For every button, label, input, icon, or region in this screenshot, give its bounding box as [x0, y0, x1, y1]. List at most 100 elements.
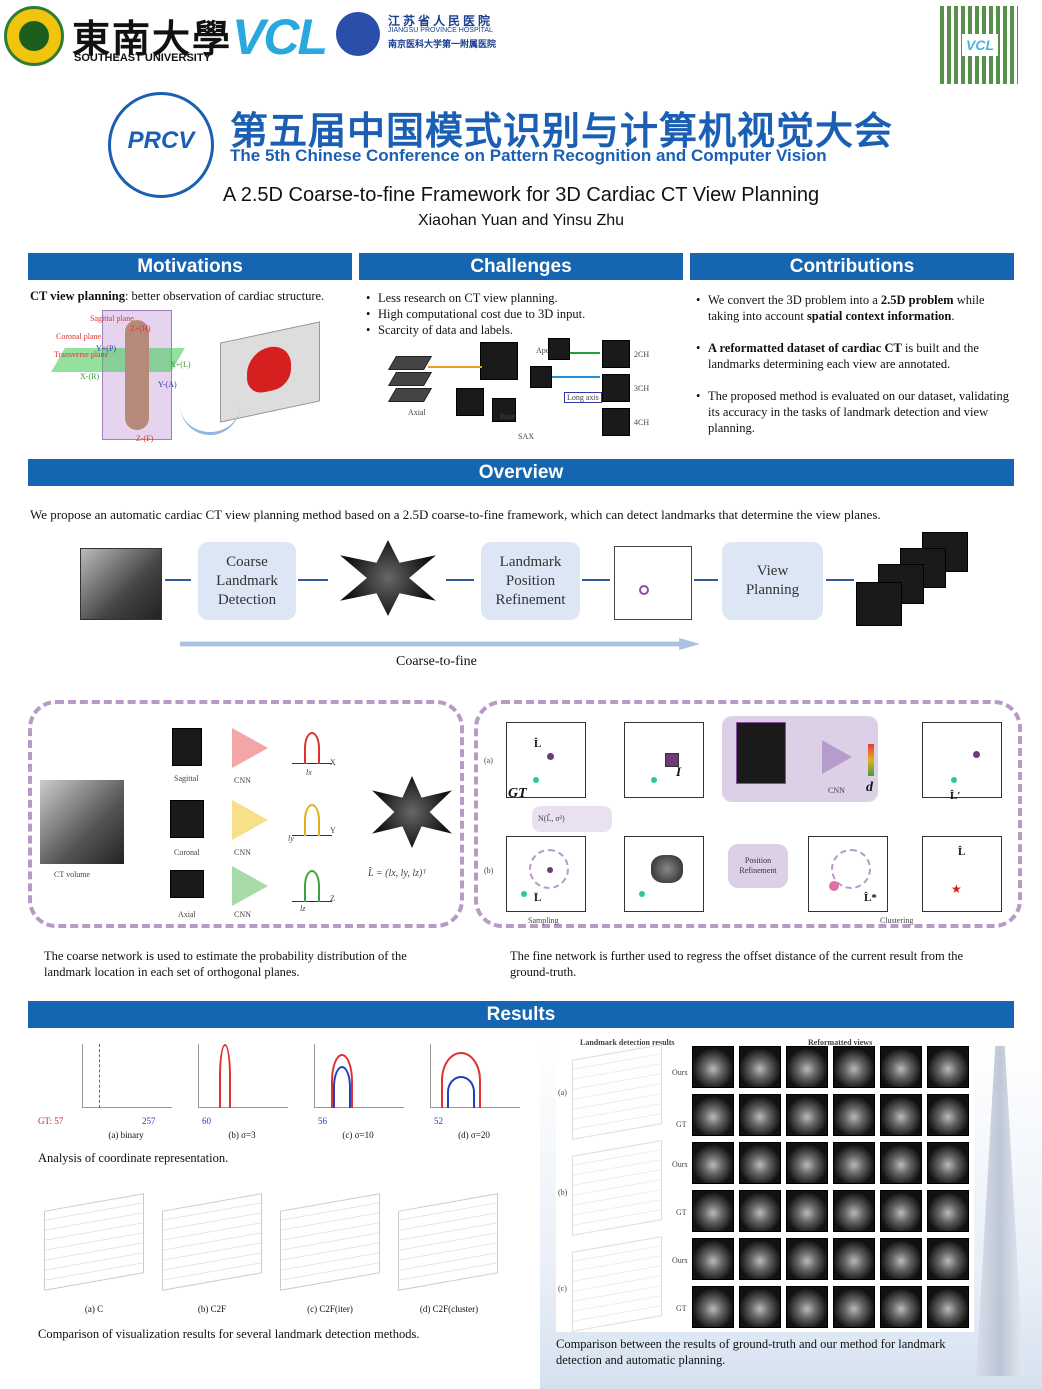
view-thumbnail [692, 1238, 734, 1280]
view-thumbnail [692, 1190, 734, 1232]
arrow-icon [298, 579, 328, 581]
row-a-label: (a) [484, 756, 493, 765]
coarse-to-fine-label: Coarse-to-fine [396, 654, 477, 669]
cube-clustering [808, 836, 888, 912]
gt-label: GT [508, 786, 527, 801]
vcl-logo: VCL [232, 9, 328, 65]
group-label: (a) [558, 1088, 567, 1097]
overview-heading: Overview [28, 459, 1014, 486]
coarse-caption: The coarse network is used to estimate t… [44, 949, 407, 979]
normal-dist-label: N(L̂, σ²) [538, 814, 565, 823]
gaussian-x-icon [292, 728, 332, 764]
label-2ch: 2CH [634, 350, 650, 359]
view-thumbnail [739, 1094, 781, 1136]
challenges-figure: Axial Apex Base Long axis SAX 2CH 3CH 4C… [387, 336, 650, 442]
row-label-gt: GT [676, 1120, 687, 1129]
label-base: Base [500, 412, 516, 421]
view-thumbnail [786, 1190, 828, 1232]
arrow-icon [826, 579, 854, 581]
normal-dist-box [532, 806, 612, 832]
plot-caption: (d) σ=20 [458, 1130, 490, 1140]
fine-caption: The fine network is further used to regr… [510, 949, 964, 979]
overview-intro: We propose an automatic cardiac CT view … [30, 507, 881, 522]
gt-value: GT: 57 [38, 1116, 64, 1126]
reformatted-views-panel: Landmark detection results Reformatted v… [556, 1036, 974, 1332]
view-thumbnail [833, 1238, 875, 1280]
view-thumbnail [927, 1142, 969, 1184]
qr-code[interactable]: VCL [940, 6, 1018, 84]
arrow-icon [582, 579, 610, 581]
challenges-list: Less research on CT view planning. High … [364, 290, 682, 338]
motivations-text-rest: : better observation of cardiac structur… [124, 289, 325, 303]
view-thumbnail [833, 1046, 875, 1088]
coord-plots-panel: GT: 57 257 60 56 52 (a) binary (b) σ=3 (… [34, 1036, 520, 1146]
view-thumbnail [880, 1046, 922, 1088]
label-xr: X-(R) [80, 372, 100, 381]
viz-caption: (c) C2F(iter) [307, 1304, 353, 1314]
ct-volume-label: CT volume [54, 870, 91, 879]
row-label-ours: Ours [672, 1068, 688, 1077]
label-long-axis: Long axis [564, 392, 602, 403]
group-label: (b) [558, 1188, 568, 1197]
view-thumbnail [786, 1094, 828, 1136]
cube-gt [506, 722, 586, 798]
label-sagittal: Sagittal plane [90, 314, 134, 323]
planned-views-stack [854, 532, 970, 628]
landmark-header: Landmark detection results [580, 1038, 675, 1047]
paper-title: A 2.5D Coarse-to-fine Framework for 3D C… [222, 184, 820, 206]
lx-label: lx [306, 768, 312, 777]
hospital-emblem-icon [336, 12, 380, 56]
landmark-formula: L̂ = (lx, ly, lz)ᵀ [368, 868, 427, 879]
cnn-fine-label: CNN [828, 786, 845, 795]
row-label-ours: Ours [672, 1160, 688, 1169]
ct-volume-cube [80, 548, 162, 620]
d-label: d [866, 780, 873, 795]
clustering-label: Clustering [880, 916, 914, 925]
fine-panel [474, 700, 1022, 928]
cube-patch [624, 722, 704, 798]
refine-cube [614, 546, 692, 620]
viz-caption-main: Comparison of visualization results for … [38, 1327, 420, 1341]
conference-title-en: The 5th Chinese Conference on Pattern Re… [230, 146, 827, 165]
l-hat-final-label: L̂ [958, 846, 966, 858]
coarse-detection-box: Coarse Landmark Detection [198, 542, 296, 620]
axial-label: Axial [178, 910, 196, 919]
view-thumbnail [927, 1094, 969, 1136]
view-thumbnail [786, 1142, 828, 1184]
lz-label: lz [300, 904, 306, 913]
cnn-label: CNN [234, 848, 251, 857]
l-prime-label: L̂′ [950, 790, 961, 802]
view-thumbnail [927, 1190, 969, 1232]
hospital-name-en: JIANGSU PROVINCE HOSPITAL [388, 27, 493, 34]
view-thumbnail [927, 1046, 969, 1088]
label-ya: Y-(A) [158, 380, 177, 389]
challenges-heading: Challenges [359, 253, 683, 280]
arrow-icon [446, 579, 474, 581]
view-thumbnail [880, 1190, 922, 1232]
refinement-box: Landmark Position Refinement [481, 542, 580, 620]
plot-value: 52 [434, 1116, 443, 1126]
view-thumbnail [786, 1046, 828, 1088]
anatomy-figure: Sagittal plane Coronal plane Transverse … [50, 310, 350, 450]
view-thumbnail [739, 1238, 781, 1280]
label-zf: Z-(F) [136, 434, 154, 443]
hospital-subtitle-cn: 南京医科大学第一附属医院 [388, 39, 497, 49]
reformatted-views-grid [692, 1046, 974, 1332]
contribution-item: The proposed method is evaluated on our … [694, 388, 1012, 436]
coronal-label: Coronal [174, 848, 200, 857]
plot-value: 56 [318, 1116, 327, 1126]
coarse-panel [28, 700, 464, 928]
view-thumbnail [786, 1286, 828, 1328]
viz-caption: (d) C2F(cluster) [419, 1304, 479, 1314]
plot-caption: (a) binary [108, 1130, 144, 1140]
arrow-icon [165, 579, 191, 581]
label-sax: SAX [518, 432, 535, 441]
cnn-label: CNN [234, 910, 251, 919]
gaussian-y-icon [292, 800, 332, 836]
label-4ch: 4CH [634, 418, 650, 427]
hospital-name-cn: 江苏省人民医院 [388, 14, 494, 28]
results-heading: Results [28, 1001, 1014, 1028]
ly-label: ly [288, 834, 294, 843]
gaussian-z-icon [292, 866, 332, 902]
fine-network-box [722, 716, 878, 802]
